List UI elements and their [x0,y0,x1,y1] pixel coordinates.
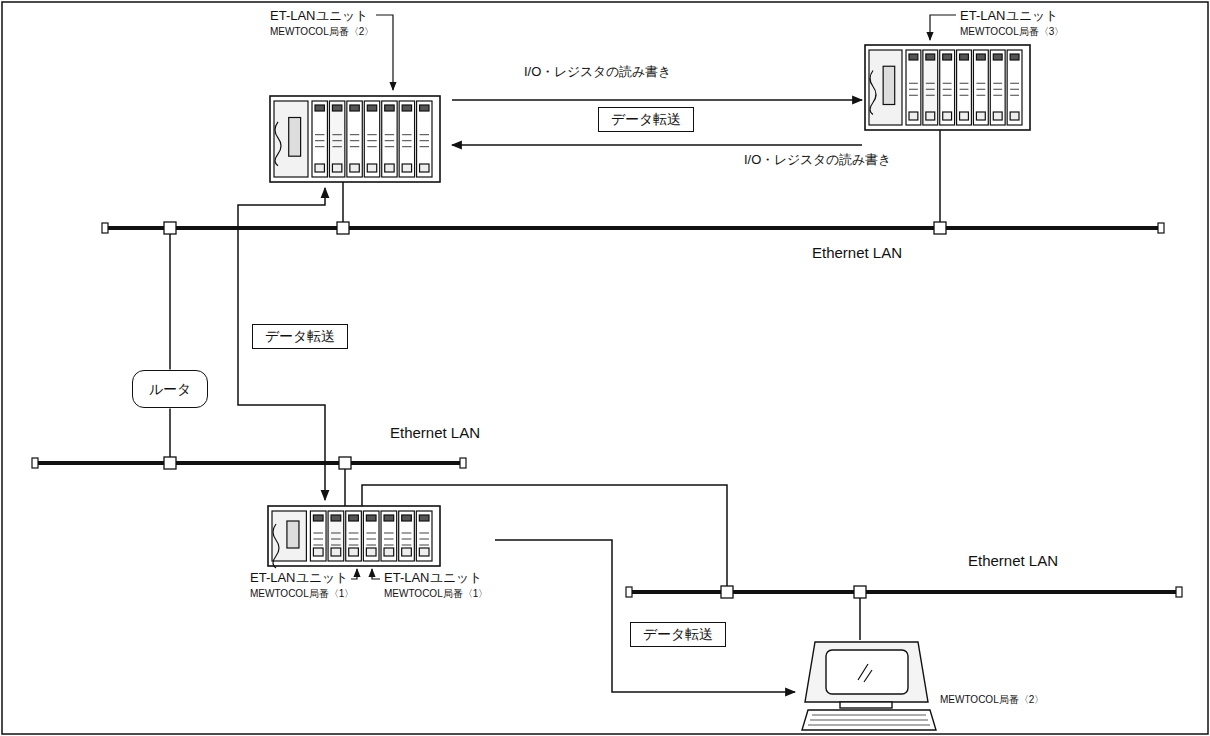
network-label: Ethernet LAN [388,424,482,442]
network-label: Ethernet LAN [810,244,904,262]
router-box: ルータ [132,370,208,409]
network-label: Ethernet LAN [966,552,1060,570]
ethernet-bus [32,458,466,468]
ethernet-bus [102,223,1164,233]
bus-junction [337,222,349,234]
connector-arrow [495,540,795,692]
plc-station: ET-LANユニット MEWTOCOL局番〈3〉 [862,6,1077,154]
station-number: MEWTOCOL局番〈2〉 [940,694,1044,706]
bus-junction [721,586,733,598]
router-label: ルータ [149,381,191,398]
connector-arrow [452,99,862,101]
router-cable [169,234,171,457]
transfer-label: データ転送 [252,324,348,349]
pc-station: MEWTOCOL局番〈2〉 [795,636,1045,734]
plc-illustrations [268,45,1030,730]
unit-callout: ET-LANユニット [250,570,348,586]
unit-callout: ET-LANユニット [960,8,1058,24]
station-number: MEWTOCOL局番〈1〉 [250,588,354,600]
transfer-label: データ転送 [630,622,726,647]
plc-station: ET-LANユニット MEWTOCOL局番〈1〉 ET-LANユニット MEWTOCO… [245,500,495,612]
plc-unit [865,45,1030,130]
access-label: I/O・レジスタの読み書き [522,64,673,80]
station-number: MEWTOCOL局番〈2〉 [270,26,374,38]
bus-junction [854,586,866,598]
unit-callout: ET-LANユニット [270,8,368,24]
station-number: MEWTOCOL局番〈1〉 [384,588,488,600]
station-number: MEWTOCOL局番〈3〉 [960,26,1064,38]
plc-station: ET-LANユニット MEWTOCOL局番〈2〉 [262,6,452,188]
bus-junction [164,222,176,234]
connector-arrow [452,144,862,146]
transfer-label: データ転送 [598,107,694,132]
bus-junction [339,457,351,469]
bus-junction [164,457,176,469]
bus-junctions [164,222,946,598]
plc-unit [268,506,440,568]
ethernet-bus [626,587,1182,597]
computer-icon [802,642,936,730]
access-label: I/O・レジスタの読み書き [742,152,893,168]
unit-callout: ET-LANユニット [384,570,482,586]
bus-junction [934,222,946,234]
plc-unit [270,96,440,182]
